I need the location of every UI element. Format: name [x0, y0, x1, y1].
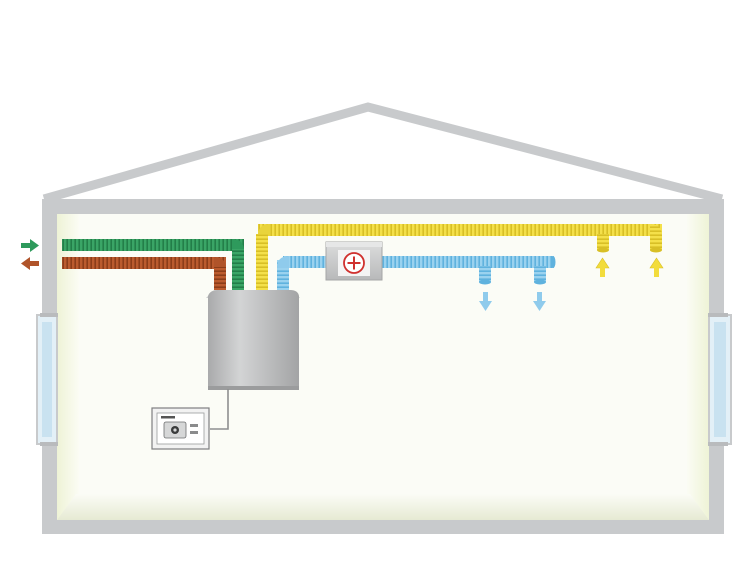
floor-shade: [57, 494, 709, 520]
arrow-down-icon: [479, 292, 492, 311]
exhaust-air-duct: [62, 257, 226, 292]
left-window: [36, 313, 58, 446]
control-panel-icon: [151, 407, 210, 450]
floor: [42, 520, 724, 534]
arrow-up-icon: [595, 257, 610, 277]
extract-arrows: [595, 257, 664, 277]
arrow-left-icon: [21, 257, 39, 270]
roof: [42, 102, 724, 204]
supply-air-duct: [277, 256, 556, 292]
ceiling: [42, 199, 724, 214]
supply-arrows: [479, 292, 546, 311]
ventilation-unit: [206, 290, 300, 390]
plus-in-circle-icon: [338, 250, 370, 276]
arrow-down-icon: [533, 292, 546, 311]
extract-air-duct: [256, 224, 662, 292]
house: [36, 102, 732, 534]
outdoor-air-arrow: [21, 239, 39, 252]
exhaust-air-arrow: [21, 257, 39, 270]
right-wall-upper: [709, 199, 724, 315]
left-wall-shade: [57, 214, 79, 520]
duct-heater: [325, 241, 383, 281]
controller-wire: [210, 389, 229, 430]
left-wall-upper: [42, 199, 57, 315]
right-window: [708, 313, 732, 446]
arrow-up-icon: [649, 257, 664, 277]
arrow-right-icon: [21, 239, 39, 252]
right-wall-lower: [709, 444, 724, 534]
left-wall-lower: [42, 444, 57, 534]
outdoor-air-duct: [62, 239, 244, 292]
right-wall-shade: [687, 214, 709, 520]
controller: [151, 389, 229, 450]
